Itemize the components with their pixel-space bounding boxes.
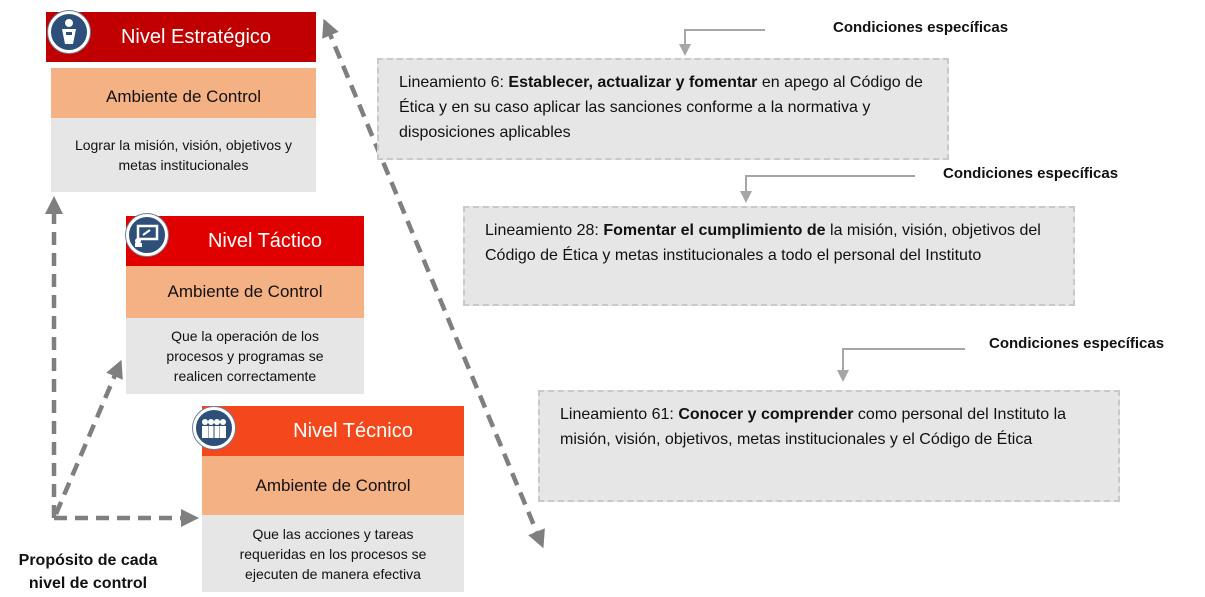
condition-box: Lineamiento 6: Establecer, actualizar y … [377,58,949,160]
condition-box: Lineamiento 28: Fomentar el cumplimiento… [463,206,1075,306]
presentation-board-icon [126,214,168,256]
diagonal-double-arrow [322,18,545,549]
ambiente-label: Ambiente de Control [126,266,364,318]
condition-title: Condiciones específicas [833,19,1009,36]
ambiente-label: Ambiente de Control [202,456,464,515]
speaker-podium-icon [48,11,90,53]
diagonal-arrow-tactico [53,359,123,515]
condition-connector-2 [740,175,915,203]
level-header: Nivel Estratégico [46,12,316,62]
level-title: Nivel Táctico [207,229,323,252]
condition-title: Condiciones específicas [989,335,1165,352]
team-people-icon [193,407,235,449]
level-title: Nivel Técnico [293,419,413,442]
level-estrategico: Nivel Estratégico Ambiente de Control Lo… [46,12,316,192]
level-tecnico: Nivel Técnico Ambiente de Control Que la… [202,406,464,592]
level-title: Nivel Estratégico [120,25,272,48]
level-purpose: Que las acciones y tareas requeridas en … [202,515,464,592]
condition-box: Lineamiento 61: Conocer y comprender com… [538,390,1120,502]
level-purpose: Lograr la misión, visión, objetivos y me… [51,118,316,192]
level-purpose: Que la operación de los procesos y progr… [126,318,364,394]
condition-connector-1 [679,29,765,56]
condition-title: Condiciones específicas [943,165,1119,182]
ambiente-label: Ambiente de Control [51,68,316,125]
purpose-label: Propósito de cada nivel de control [18,552,158,592]
level-header: Nivel Técnico [202,406,464,456]
condition-connector-3 [837,348,965,382]
